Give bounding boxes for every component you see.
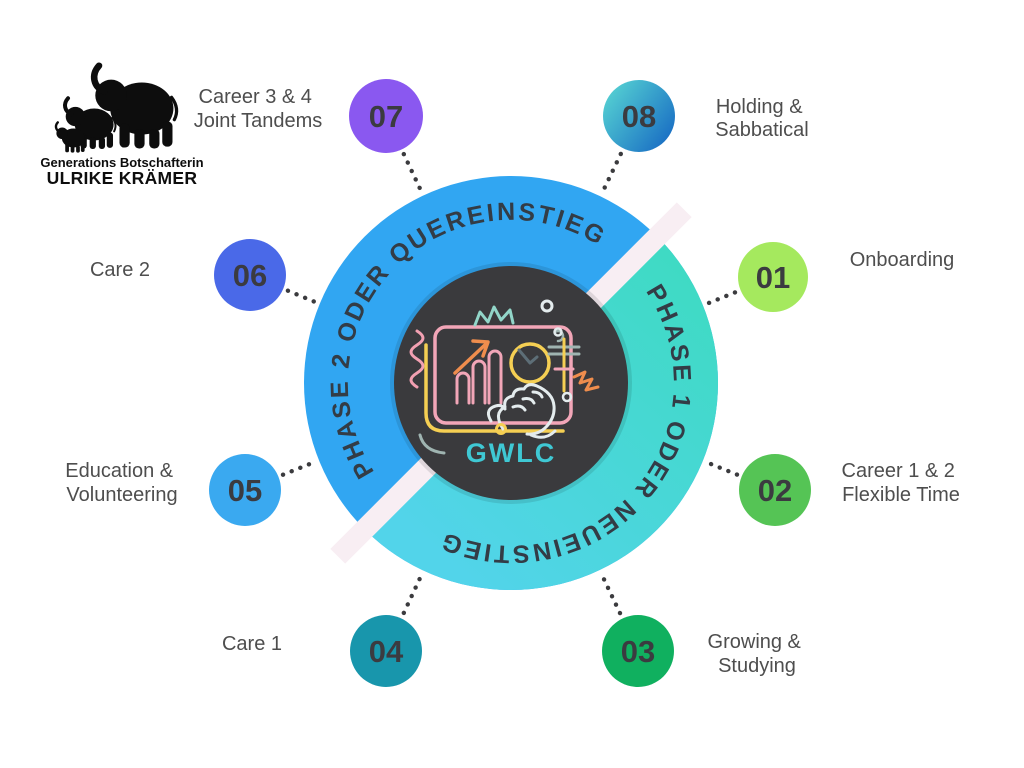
connector-node-02 (706, 460, 740, 477)
node-07: 07 Career 3 & 4 Joint Tandems (194, 79, 423, 153)
logo: Generations Botschafterin ULRIKE KRÄMER (40, 66, 204, 188)
node-05: 05 Education & Volunteering (65, 454, 281, 526)
elephants-logo-icon (54, 66, 177, 154)
logo-subtitle: Generations Botschafterin (40, 155, 203, 170)
node-02-number: 02 (758, 473, 792, 508)
center-illustration-icon (409, 299, 600, 455)
node-01-label: Onboarding (850, 249, 955, 271)
node-08-number: 08 (622, 99, 656, 134)
node-02: 02 Career 1 & 2 Flexible Time (739, 454, 960, 526)
node-06-number: 06 (233, 258, 267, 293)
dotted-connectors (280, 151, 740, 616)
node-08: 08 Holding & Sabbatical (603, 80, 809, 152)
connector-node-07 (401, 151, 423, 193)
node-07-number: 07 (369, 99, 403, 134)
node-03-label: Growing & Studying (708, 631, 807, 677)
node-06: 06 Care 2 (90, 239, 286, 311)
node-04-label: Care 1 (222, 633, 282, 655)
node-06-circle (214, 239, 286, 311)
node-04: 04 Care 1 (222, 615, 422, 687)
node-01-number: 01 (756, 260, 790, 295)
node-05-circle (209, 454, 281, 526)
node-05-label: Education & Volunteering (65, 460, 178, 506)
node-04-number: 04 (369, 634, 404, 669)
node-06-label: Care 2 (90, 259, 150, 281)
node-03: 03 Growing & Studying (602, 615, 807, 687)
node-01: 01 Onboarding (738, 242, 954, 312)
node-03-number: 03 (621, 634, 655, 669)
connector-node-01 (706, 290, 738, 306)
logo-name: ULRIKE KRÄMER (47, 168, 198, 188)
connector-node-04 (401, 573, 424, 616)
connector-node-05 (280, 460, 316, 477)
node-02-label: Career 1 & 2 Flexible Time (842, 460, 961, 506)
node-07-label: Career 3 & 4 Joint Tandems (194, 86, 323, 132)
node-04-circle (350, 615, 422, 687)
connector-node-06 (285, 288, 317, 304)
node-01-circle (738, 242, 808, 312)
node-08-circle (603, 80, 675, 152)
node-02-circle (739, 454, 811, 526)
node-08-label: Holding & Sabbatical (715, 96, 808, 141)
center-title: GWLC (466, 438, 556, 468)
node-03-circle (602, 615, 674, 687)
node-07-circle (349, 79, 423, 153)
connector-node-03 (600, 573, 623, 616)
center-circle (394, 266, 628, 500)
node-05-number: 05 (228, 473, 262, 508)
connector-node-08 (600, 151, 623, 194)
center-hub: GWLC (390, 262, 632, 504)
